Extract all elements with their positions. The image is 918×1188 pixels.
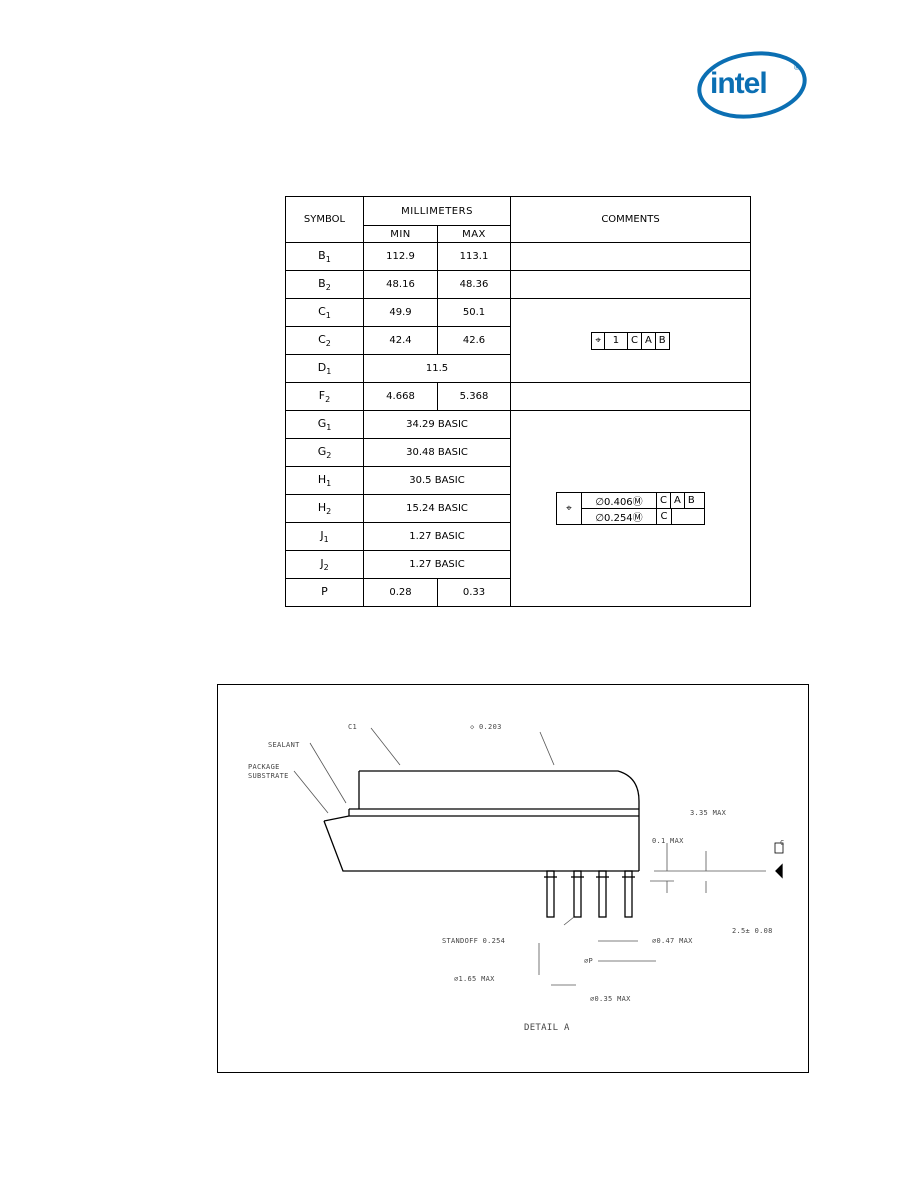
symbol-cell: B2 [285, 270, 364, 299]
datum-b: B [654, 332, 669, 349]
value-cell: 30.48 BASIC [363, 438, 511, 467]
label-sealant: SEALANT [268, 741, 300, 749]
label-pin-dia-max: ∅0.47 MAX [652, 937, 693, 945]
tolerance-value: ∅0.254Ⓜ [595, 513, 643, 524]
value-cell: 1.27 BASIC [363, 550, 511, 579]
intel-logo: intel ® [696, 50, 808, 120]
symbol-cell: F2 [285, 382, 364, 411]
table-row: G1 34.29 BASIC ⌖ ∅0.406Ⓜ C A B ∅0.254Ⓜ C [285, 410, 751, 607]
symbol-cell: B1 [285, 242, 364, 271]
pins [544, 870, 635, 918]
value-cell: 15.24 BASIC [363, 494, 511, 523]
min-header: MIN [363, 225, 438, 243]
min-cell: 112.9 [363, 242, 438, 271]
max-cell: 50.1 [437, 298, 511, 327]
package-side-view-drawing: C1 ◇ 0.203 SEALANT PACKAGE SUBSTRATE 3.3… [217, 684, 809, 1073]
comment-cell-pins: ⌖ ∅0.406Ⓜ C A B ∅0.254Ⓜ C [510, 410, 751, 607]
min-cell: 42.4 [363, 326, 438, 355]
max-header: MAX [437, 225, 511, 243]
logo-text: intel [710, 67, 767, 100]
logo-registered: ® [794, 63, 800, 72]
tolerance-value: 1 [603, 332, 627, 349]
table-row: C1 49.9 50.1 ⌖ 1 C A B [285, 298, 751, 383]
value-cell: 34.29 BASIC [363, 410, 511, 439]
lid-outline [359, 770, 640, 871]
dimension-table: SYMBOL MILLIMETERS COMMENTS MIN MAX B1 1… [285, 196, 751, 607]
table-row: B2 48.16 48.36 [285, 270, 751, 299]
symbol-cell: J1 [285, 522, 364, 551]
label-flatness: ◇ 0.203 [470, 723, 502, 731]
datum-a: A [640, 332, 655, 349]
datum-c: C [656, 509, 671, 524]
min-cell: 48.16 [363, 270, 438, 299]
max-cell: 0.33 [437, 578, 511, 607]
label-package: PACKAGE [248, 763, 280, 771]
label-flange-max: ∅1.65 MAX [454, 975, 495, 983]
datum-a: A [669, 493, 684, 508]
label-datum-c: C [780, 839, 785, 847]
symbol-cell: H1 [285, 466, 364, 495]
table-row: F2 4.668 5.368 [285, 382, 751, 411]
label-height-min: 0.1 MAX [652, 837, 684, 845]
datum-c: C [656, 493, 670, 508]
symbol-cell: G2 [285, 438, 364, 467]
max-cell: 113.1 [437, 242, 511, 271]
symbol-cell: J2 [285, 550, 364, 579]
comment-cell [510, 382, 751, 411]
comment-cell-position: ⌖ 1 C A B [510, 298, 751, 383]
substrate-outline [323, 820, 639, 872]
datum-c: C [626, 332, 641, 349]
symbol-cell: C1 [285, 298, 364, 327]
symbol-cell: P [285, 578, 364, 607]
position-symbol-icon: ⌖ [557, 493, 582, 524]
label-flange-dia: ∅0.35 MAX [590, 995, 631, 1003]
label-pin-length: 2.5± 0.08 [732, 927, 773, 935]
symbol-cell: C2 [285, 326, 364, 355]
label-standoff: STANDOFF 0.254 [442, 937, 506, 945]
comment-cell [510, 270, 751, 299]
max-cell: 5.368 [437, 382, 511, 411]
min-cell: 0.28 [363, 578, 438, 607]
table-row: J2 1.27 BASIC [285, 550, 751, 579]
millimeters-header: MILLIMETERS [363, 196, 511, 226]
comment-cell [510, 242, 751, 271]
position-tolerance-frame: ⌖ 1 C A B [591, 331, 670, 350]
max-cell: 42.6 [437, 326, 511, 355]
label-substrate: SUBSTRATE [248, 772, 289, 780]
comments-header: COMMENTS [510, 196, 751, 243]
datum-triangle [775, 863, 783, 879]
position-symbol-icon: ⌖ [595, 335, 601, 346]
table-row: B1 112.9 113.1 [285, 242, 751, 271]
max-cell: 48.36 [437, 270, 511, 299]
min-cell: 49.9 [363, 298, 438, 327]
label-detail: DETAIL A [524, 1023, 570, 1033]
datum-b: B [683, 493, 698, 508]
label-pin-dia: ∅P [584, 957, 594, 965]
label-c1: C1 [348, 723, 358, 731]
value-cell: 1.27 BASIC [363, 522, 511, 551]
symbol-cell: G1 [285, 410, 364, 439]
table-row: P 0.28 0.33 [285, 578, 751, 607]
table-row: C2 42.4 42.6 [285, 326, 751, 355]
package-drawing-svg [293, 727, 784, 986]
symbol-header: SYMBOL [285, 196, 364, 243]
value-cell: 11.5 [363, 354, 511, 383]
label-height-max: 3.35 MAX [690, 809, 727, 817]
tolerance-value: ∅0.406Ⓜ [595, 497, 643, 508]
min-cell: 4.668 [363, 382, 438, 411]
symbol-cell: H2 [285, 494, 364, 523]
value-cell: 30.5 BASIC [363, 466, 511, 495]
empty-datum [671, 509, 704, 524]
pin-position-tolerance-frame: ⌖ ∅0.406Ⓜ C A B ∅0.254Ⓜ C [556, 492, 705, 525]
symbol-cell: D1 [285, 354, 364, 383]
